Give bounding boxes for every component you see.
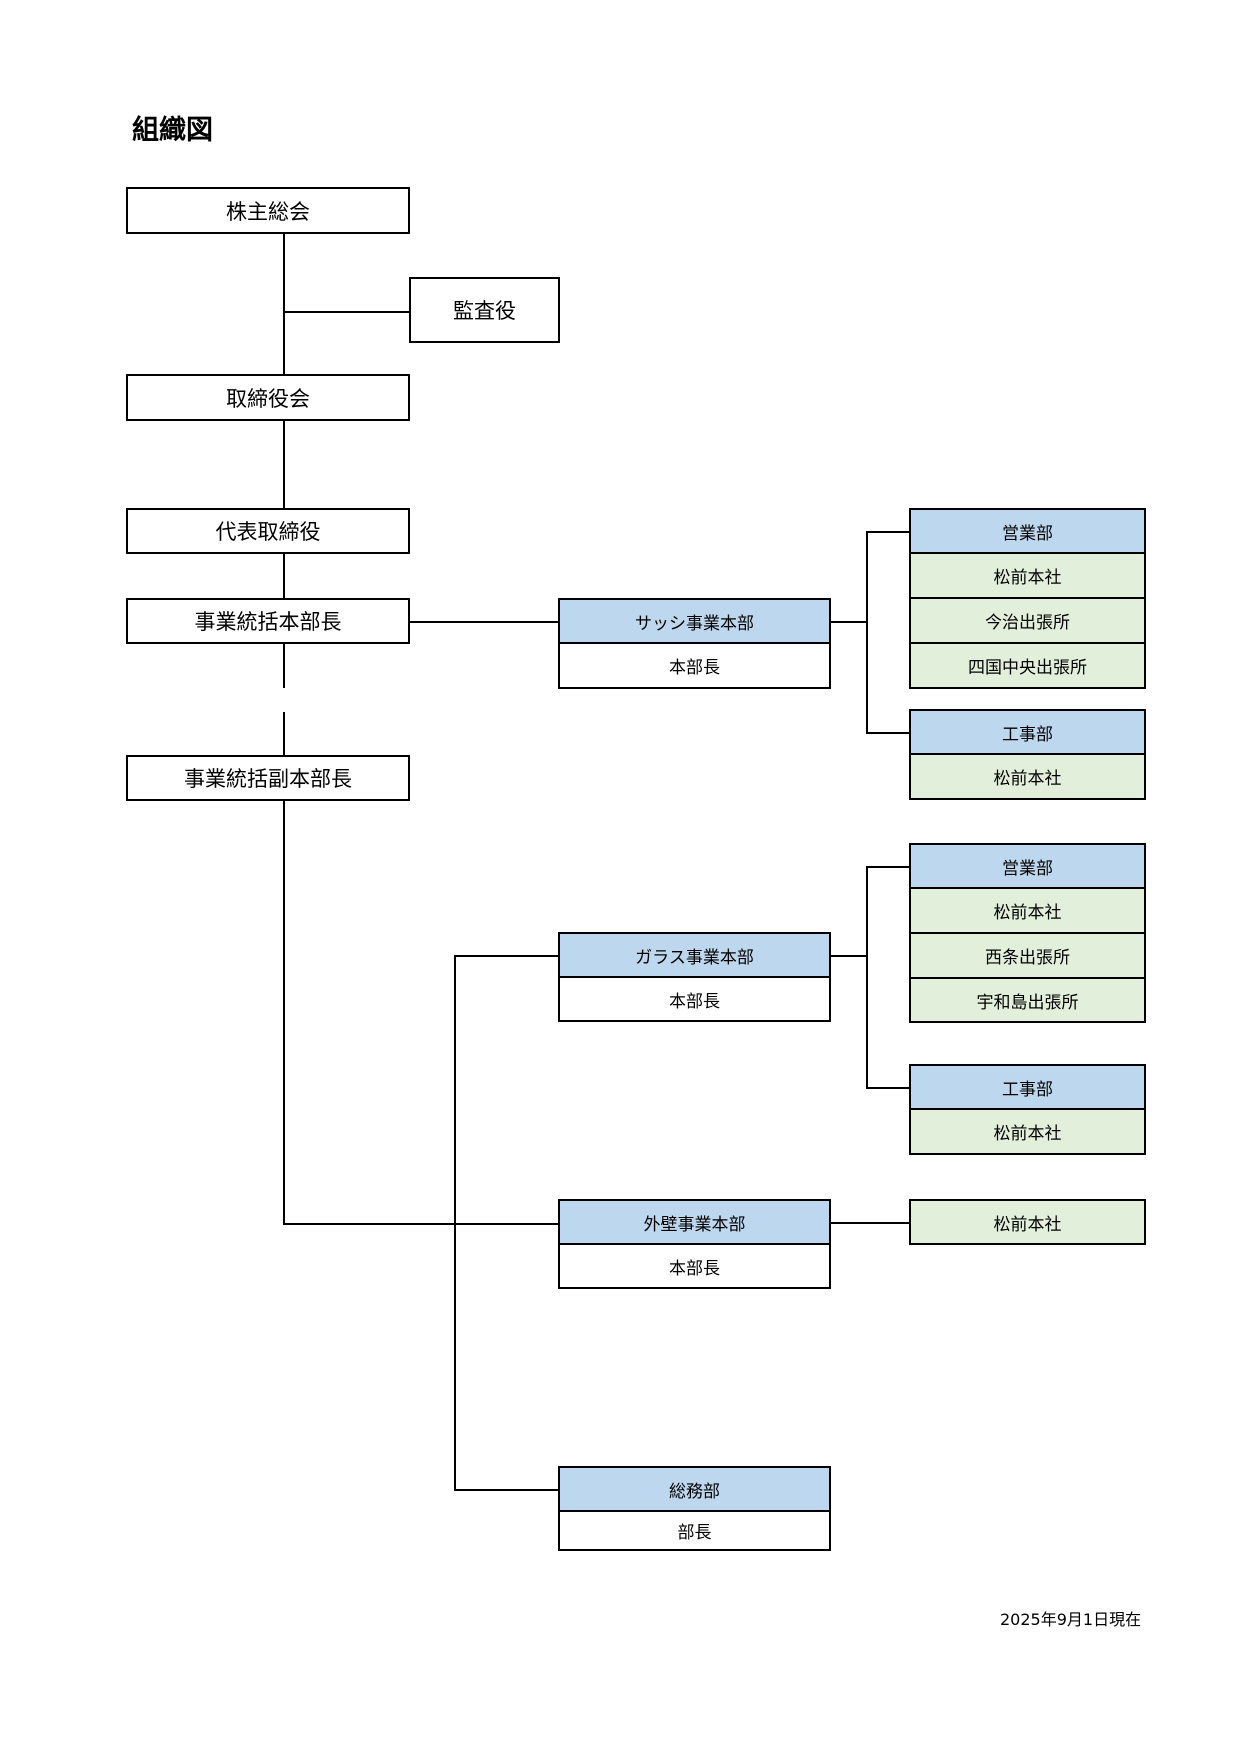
exterior-division-head: 本部長 — [558, 1243, 831, 1289]
connector-line — [866, 866, 911, 868]
connector-line — [454, 955, 560, 957]
glass-sales-office: 松前本社 — [909, 887, 1146, 934]
connector-line — [866, 531, 868, 734]
connector-line — [454, 955, 456, 1491]
sash-division-box: サッシ事業本部 — [558, 598, 831, 644]
connector-line — [283, 644, 285, 688]
connector-line — [830, 955, 868, 957]
deputy-gm-box: 事業統括副本部長 — [126, 755, 410, 801]
sash-sales-dept: 営業部 — [909, 508, 1146, 554]
connector-line — [283, 712, 285, 756]
general-affairs-head: 部長 — [558, 1510, 831, 1551]
connector-line — [454, 1489, 560, 1491]
glass-division-box: ガラス事業本部 — [558, 932, 831, 978]
sash-sales-office: 四国中央出張所 — [909, 642, 1146, 689]
connector-line — [866, 1087, 911, 1089]
connector-line — [283, 801, 285, 1225]
shareholders-box: 株主総会 — [126, 187, 410, 234]
connector-line — [409, 621, 560, 623]
connector-line — [866, 866, 868, 1089]
connector-line — [283, 554, 285, 599]
glass-construction-dept: 工事部 — [909, 1064, 1146, 1110]
glass-division-head: 本部長 — [558, 976, 831, 1022]
connector-line — [283, 421, 285, 509]
glass-sales-dept: 営業部 — [909, 843, 1146, 889]
glass-construction-office: 松前本社 — [909, 1108, 1146, 1155]
connector-line — [830, 1222, 911, 1224]
connector-line — [283, 234, 285, 376]
connector-line — [866, 732, 911, 734]
exterior-office: 松前本社 — [909, 1199, 1146, 1245]
exterior-division-box: 外壁事業本部 — [558, 1199, 831, 1245]
connector-line — [830, 621, 868, 623]
board-box: 取締役会 — [126, 374, 410, 421]
sash-construction-dept: 工事部 — [909, 709, 1146, 755]
page-title: 組織図 — [132, 115, 213, 146]
ceo-box: 代表取締役 — [126, 508, 410, 554]
sash-division-head: 本部長 — [558, 642, 831, 689]
auditor-box: 監査役 — [409, 277, 560, 343]
connector-line — [283, 1223, 560, 1225]
glass-sales-office: 西条出張所 — [909, 932, 1146, 979]
glass-sales-office: 宇和島出張所 — [909, 977, 1146, 1023]
sash-construction-office: 松前本社 — [909, 753, 1146, 800]
connector-line — [866, 531, 911, 533]
connector-line — [283, 311, 411, 313]
sash-sales-office: 今治出張所 — [909, 597, 1146, 644]
as-of-date: 2025年9月1日現在 — [1000, 1610, 1142, 1629]
general-affairs-box: 総務部 — [558, 1466, 831, 1512]
gm-box: 事業統括本部長 — [126, 598, 410, 644]
sash-sales-office: 松前本社 — [909, 552, 1146, 599]
